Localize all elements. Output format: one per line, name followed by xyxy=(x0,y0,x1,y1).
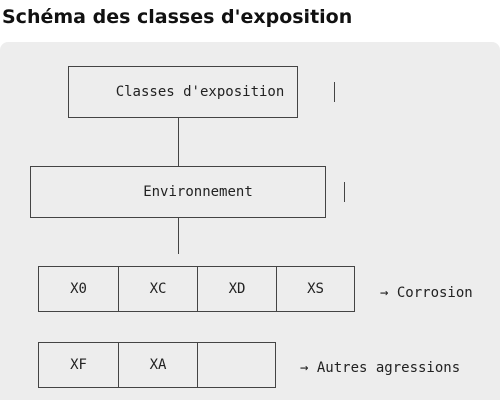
row1-cell-xs: XS xyxy=(276,266,355,312)
row2-cell-xf-label: XF xyxy=(70,357,87,373)
connector-middle-rows xyxy=(178,218,179,254)
page-title: Schéma des classes d'exposition xyxy=(2,6,353,28)
row1-cell-xd: XD xyxy=(197,266,276,312)
root-node-right-bar xyxy=(334,82,335,102)
row1-cell-xs-label: XS xyxy=(307,281,324,297)
row1-cell-xc-label: XC xyxy=(149,281,167,297)
middle-node-right-bar xyxy=(344,182,345,202)
middle-node xyxy=(30,166,326,218)
row1-cell-x0-label: X0 xyxy=(70,281,87,297)
row1-cell-x0: X0 xyxy=(38,266,118,312)
row2-cell-xa: XA xyxy=(118,342,197,388)
row2-cell-xa-label: XA xyxy=(149,357,167,373)
row2-note: → Autres agressions xyxy=(300,360,461,376)
root-node xyxy=(68,66,298,118)
root-node-label: Classes d'exposition xyxy=(115,84,285,100)
row1-cell-xc: XC xyxy=(118,266,197,312)
row1-note: → Corrosion xyxy=(380,285,473,301)
diagram-panel: Classes d'exposition Environnement X0 XC… xyxy=(0,42,500,400)
row1-cell-xd-label: XD xyxy=(228,281,246,297)
row2-cell-xf: XF xyxy=(38,342,118,388)
connector-root-middle xyxy=(178,118,179,166)
row2-cell-empty xyxy=(197,342,276,388)
middle-node-label: Environnement xyxy=(143,184,253,200)
